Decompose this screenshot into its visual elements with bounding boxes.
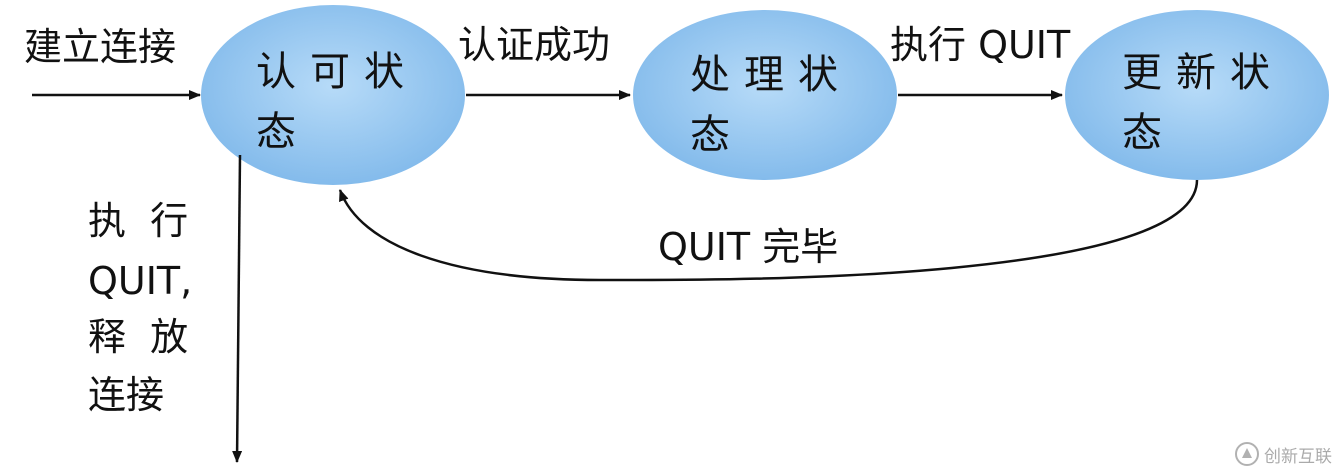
state-authorization-label-line2: 态 <box>256 109 310 155</box>
state-authorization-ellipse <box>201 5 465 185</box>
state-transaction-ellipse <box>633 10 897 180</box>
transition-auth-success-label: 认证成功 <box>458 23 611 67</box>
transition-release-label-line3: 释 放 <box>88 315 189 359</box>
transition-release-label-line4: 连接 <box>88 373 165 417</box>
state-transaction-label-line2: 态 <box>690 112 744 158</box>
state-update-ellipse <box>1065 10 1329 180</box>
transition-connect-label: 建立连接 <box>24 25 177 69</box>
state-transaction-label-line1: 处理状 <box>690 52 852 98</box>
transition-release-label-line2: QUIT, <box>88 259 193 303</box>
state-authorization-label-line1: 认可状 <box>256 49 418 95</box>
state-update-label-line1: 更新状 <box>1122 50 1284 96</box>
watermark-text: 创新互联 <box>1264 446 1332 467</box>
arrow-release <box>232 154 243 463</box>
transition-exec-quit-label: 执行 QUIT <box>890 23 1071 67</box>
watermark-logo-icon <box>1235 442 1259 466</box>
arrow-quit-done <box>338 179 1199 282</box>
watermark: 创新互联 <box>1234 441 1332 467</box>
transition-quit-done-label: QUIT 完毕 <box>658 225 839 269</box>
state-update-label-line2: 态 <box>1122 110 1176 156</box>
transition-release-label-line1: 执 行 <box>88 199 189 243</box>
